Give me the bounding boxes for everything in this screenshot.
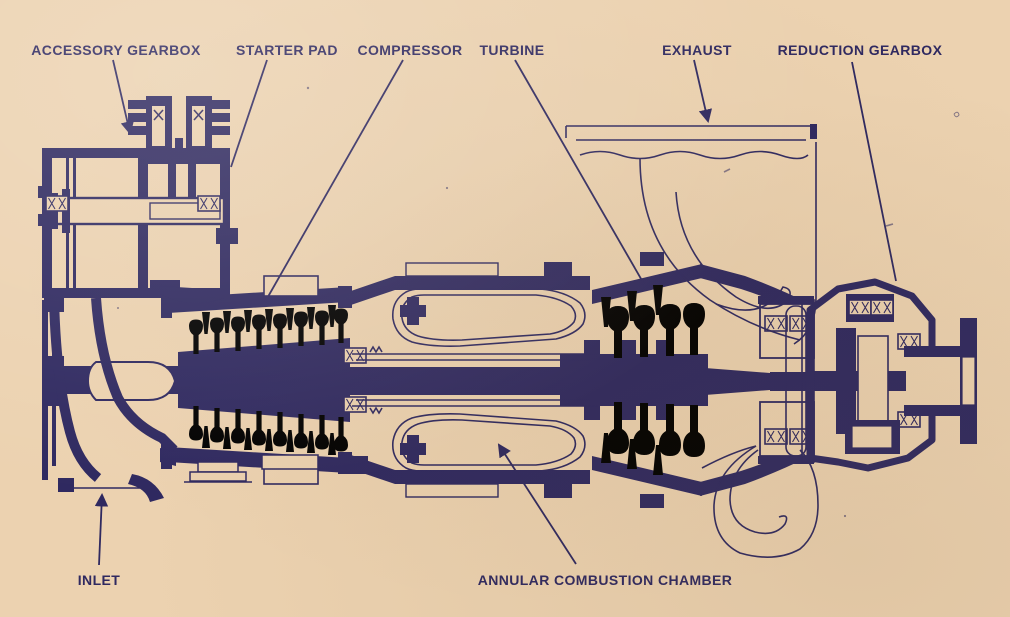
leader-reduction-gearbox <box>851 61 897 282</box>
leader-exhaust <box>693 59 713 123</box>
coupling-strut <box>785 299 815 463</box>
leader-annular-combustion-chamber <box>497 443 577 565</box>
leader-inlet <box>94 492 109 566</box>
label-exhaust: EXHAUST <box>662 42 732 58</box>
leader-compressor <box>264 59 404 303</box>
reduction-gearbox-drawing <box>806 278 977 472</box>
label-reduction-gearbox: REDUCTION GEARBOX <box>778 42 943 58</box>
paper-flecks <box>117 86 960 518</box>
accessory-gearbox-drawing <box>38 148 238 304</box>
callout-labels: ACCESSORY GEARBOX STARTER PAD COMPRESSOR… <box>31 42 942 588</box>
exhaust-duct <box>565 124 819 558</box>
underside-fittings <box>184 454 368 483</box>
label-accessory-gearbox: ACCESSORY GEARBOX <box>31 42 201 58</box>
leader-turbine <box>514 59 645 285</box>
starter-pad-drawing <box>128 96 230 164</box>
label-inlet: INLET <box>78 572 120 588</box>
label-starter-pad: STARTER PAD <box>236 42 338 58</box>
callout-leaders <box>94 59 897 566</box>
leader-starter-pad <box>230 59 268 168</box>
label-turbine: TURBINE <box>479 42 544 58</box>
label-compressor: COMPRESSOR <box>357 42 462 58</box>
inlet-duct <box>49 297 178 502</box>
output-shaft <box>904 318 977 444</box>
leader-accessory-gearbox <box>112 59 134 135</box>
spinner-bullet <box>86 361 177 401</box>
label-annular-combustion-chamber: ANNULAR COMBUSTION CHAMBER <box>478 572 733 588</box>
engine-drawing <box>38 86 977 558</box>
